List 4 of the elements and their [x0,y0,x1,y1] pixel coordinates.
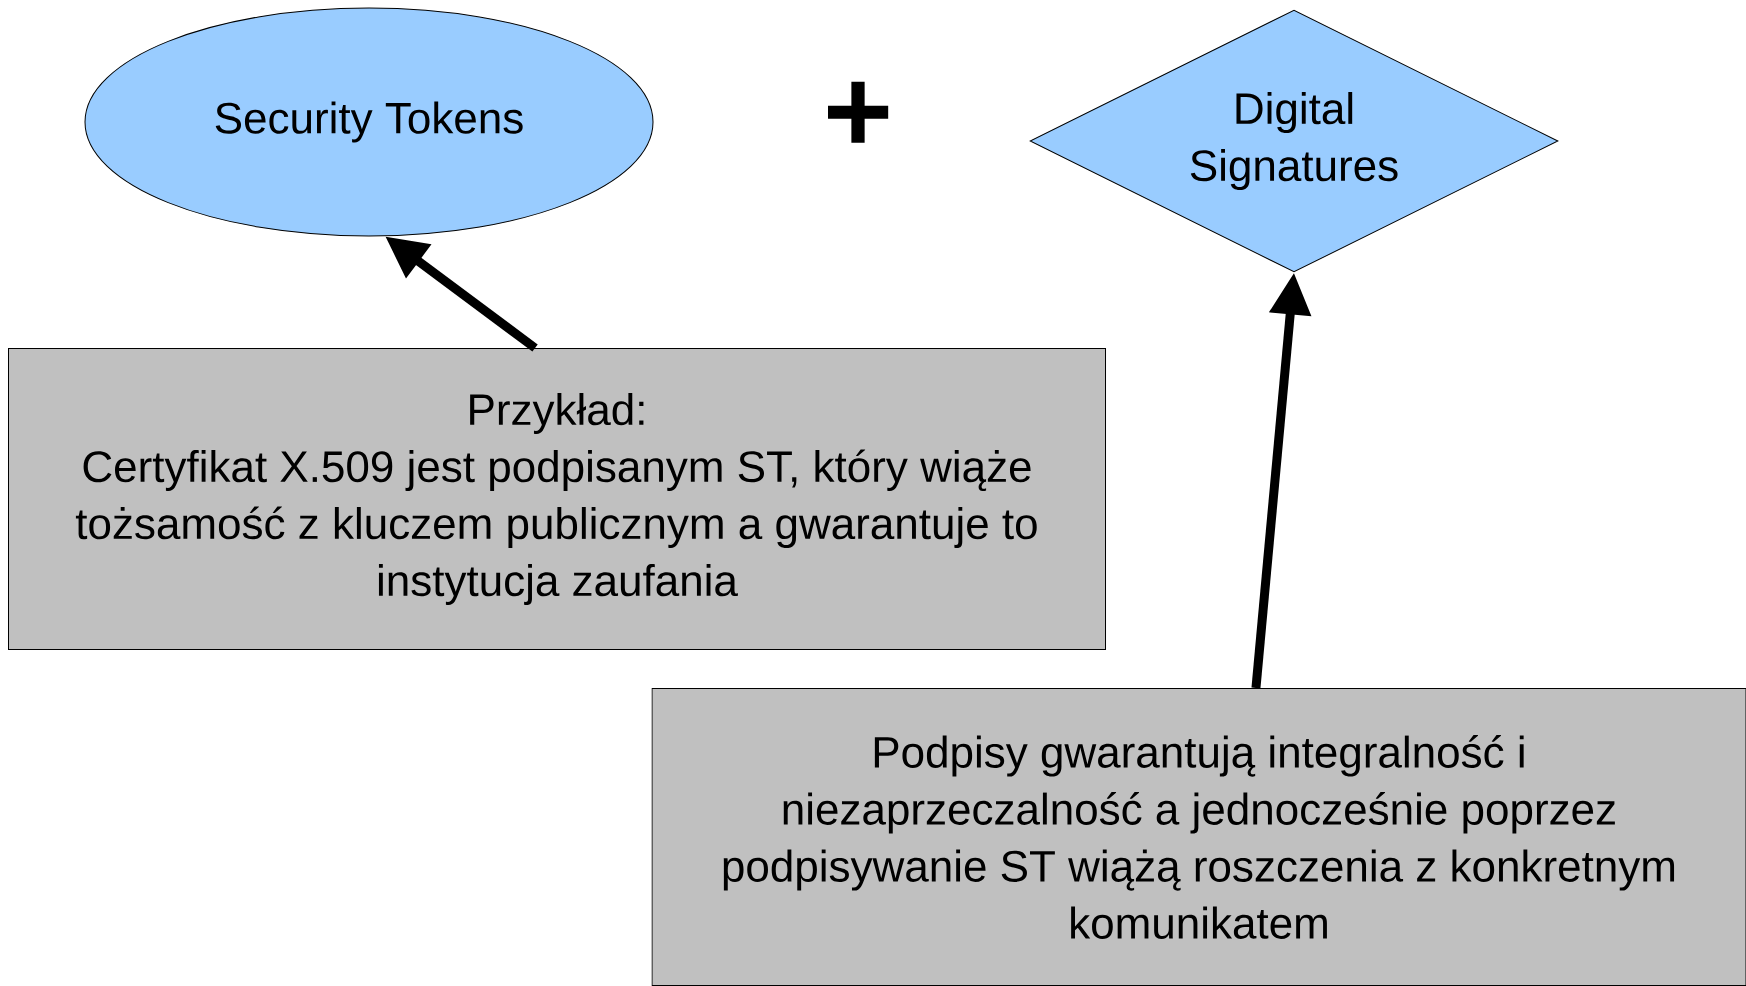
plus-sign: + [828,81,889,143]
process-box: Podpisy gwarantują integralność i niezaprzeczalność a jednocześnie poprzez podpisywanie ST wiążą roszczenia z konkretnym komunikatem [651,688,1746,986]
process-box: Przykład: Certyfikat X.509 jest podpisanym ST, który wiąże tożsamość z kluczem publicznym a gwarantuje to instytucja zaufania [8,348,1106,650]
ellipse-node: Security Tokens [84,7,654,237]
